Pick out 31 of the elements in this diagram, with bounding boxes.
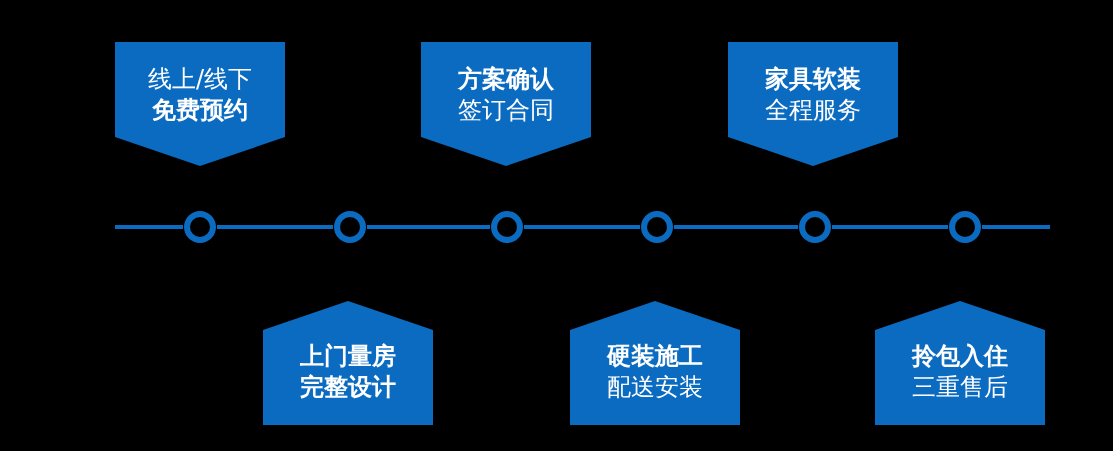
timeline-node [948,210,982,244]
timeline-line [367,225,490,229]
callout-pentagon [115,42,285,166]
callout-pentagon [728,42,898,166]
timeline-node [183,210,217,244]
step-subtitle: 签订合同 [457,95,555,126]
step-title: 上门量房 [299,341,397,372]
step-title: 家具软装 [764,64,862,95]
timeline-node [798,210,832,244]
step-subtitle: 配送安装 [606,372,704,403]
callout-pentagon [875,301,1045,425]
timeline-line [982,225,1050,229]
step-subtitle: 免费预约 [151,95,249,126]
timeline-line [524,225,640,229]
timeline-line [832,225,948,229]
step-subtitle: 完整设计 [299,372,397,403]
timeline-node [333,210,367,244]
step-subtitle: 三重售后 [911,372,1009,403]
timeline-node [490,210,524,244]
step-subtitle: 全程服务 [764,95,862,126]
step-title: 方案确认 [457,64,555,95]
callout-pentagon [570,301,740,425]
step-title: 拎包入住 [910,341,1009,372]
step-title: 线上/线下 [146,64,254,95]
timeline-node [640,210,674,244]
callout-pentagon [421,42,591,166]
timeline-line [217,225,333,229]
timeline-line [115,225,183,229]
timeline-line [674,225,798,229]
step-title: 硬装施工 [606,341,704,372]
callout-pentagon [263,301,433,425]
